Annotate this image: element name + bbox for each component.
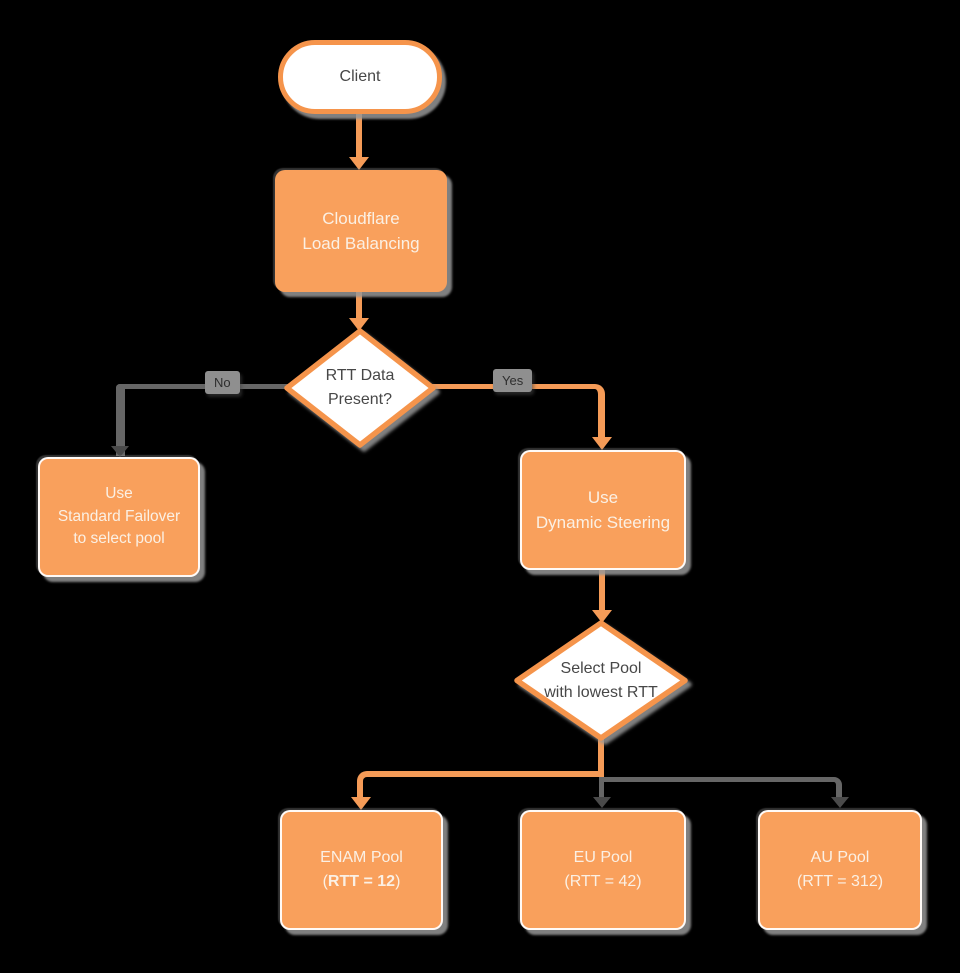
dynamic-steering-line1: Use bbox=[587, 487, 619, 507]
node-client: Client bbox=[278, 40, 442, 114]
connector-to-enam-pool bbox=[357, 771, 604, 805]
connector-loadbalancer-to-rtt-decision bbox=[356, 292, 362, 319]
enam-rtt-paren-open: ( bbox=[322, 873, 328, 890]
select-pool-line2: with lowest RTT bbox=[544, 683, 658, 701]
edge-label-yes: Yes bbox=[493, 369, 533, 392]
eu-pool-name: EU Pool bbox=[573, 849, 633, 866]
connector-yes-branch bbox=[432, 384, 605, 440]
node-dynamic-steering: Use Dynamic Steering bbox=[520, 450, 686, 570]
node-load-balancer: Cloudflare Load Balancing bbox=[275, 170, 447, 292]
rtt-decision-line1: RTT Data bbox=[325, 367, 395, 384]
rtt-decision-line2: Present? bbox=[327, 391, 393, 408]
arrowhead-down-icon bbox=[593, 797, 611, 808]
node-au-pool: AU Pool (RTT = 312) bbox=[758, 810, 922, 930]
au-pool-name: AU Pool bbox=[810, 849, 870, 866]
arrowhead-down-icon bbox=[831, 797, 849, 808]
enam-pool-name: ENAM Pool bbox=[320, 849, 403, 866]
standard-failover-line1: Use bbox=[105, 485, 133, 503]
arrowhead-down-icon bbox=[349, 157, 369, 170]
au-pool-rtt: (RTT = 312) bbox=[796, 873, 884, 890]
arrowhead-down-icon bbox=[592, 610, 612, 623]
arrowhead-down-icon bbox=[111, 446, 129, 457]
node-rtt-decision-diamond bbox=[284, 328, 436, 448]
select-pool-line1: Select Pool bbox=[560, 659, 642, 677]
node-standard-failover: Use Standard Failover to select pool bbox=[38, 457, 200, 577]
node-enam-pool: ENAM Pool (RTT = 12) bbox=[280, 810, 443, 930]
connector-no-branch bbox=[116, 384, 291, 456]
connector-to-eu-pool bbox=[599, 777, 604, 799]
node-select-pool-label: Select Pool with lowest RTT bbox=[513, 619, 689, 742]
enam-pool-rtt: (RTT = 12) bbox=[323, 870, 401, 894]
enam-rtt-value: RTT = 12 bbox=[327, 873, 396, 890]
standard-failover-line2: Standard Failover bbox=[57, 507, 181, 525]
node-select-pool-diamond bbox=[514, 620, 688, 741]
node-load-balancer-line2: Load Balancing bbox=[302, 234, 420, 253]
connector-to-au-pool bbox=[604, 777, 842, 801]
edge-label-no: No bbox=[205, 371, 240, 394]
arrowhead-down-icon bbox=[351, 797, 371, 810]
dynamic-steering-line2: Dynamic Steering bbox=[535, 513, 671, 532]
connector-select-pool-stem bbox=[598, 738, 604, 774]
arrowhead-down-icon bbox=[349, 318, 369, 331]
node-eu-pool: EU Pool (RTT = 42) bbox=[520, 810, 686, 930]
node-load-balancer-line1: Cloudflare bbox=[322, 208, 400, 228]
node-client-label: Client bbox=[339, 68, 381, 85]
connector-client-to-loadbalancer bbox=[356, 112, 362, 158]
eu-pool-rtt: (RTT = 42) bbox=[564, 873, 642, 890]
enam-rtt-paren-close: ) bbox=[395, 873, 401, 890]
standard-failover-line3: to select pool bbox=[73, 530, 165, 548]
node-rtt-decision-label: RTT Data Present? bbox=[283, 327, 437, 449]
arrowhead-down-icon bbox=[592, 437, 612, 450]
connector-steering-to-select-pool bbox=[599, 570, 605, 610]
